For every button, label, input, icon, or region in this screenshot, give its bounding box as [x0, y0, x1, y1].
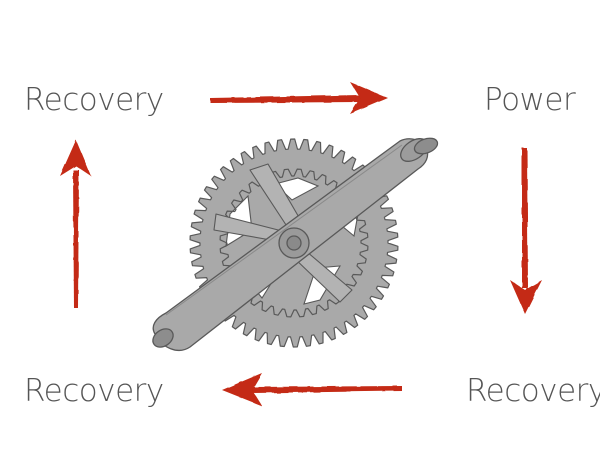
arrow-up-icon [60, 140, 91, 308]
label-top-left: Recovery [24, 82, 164, 118]
crank-arm [152, 137, 439, 351]
inner-chainring [219, 168, 369, 318]
label-bottom-left: Recovery [24, 373, 164, 409]
label-bottom-right: Recovery [466, 373, 600, 409]
arrow-left-icon [222, 373, 402, 406]
label-top-right: Power [484, 82, 576, 118]
arrow-down-icon [510, 148, 542, 314]
crankset-icon [152, 137, 439, 351]
arrow-right-icon [210, 82, 388, 114]
